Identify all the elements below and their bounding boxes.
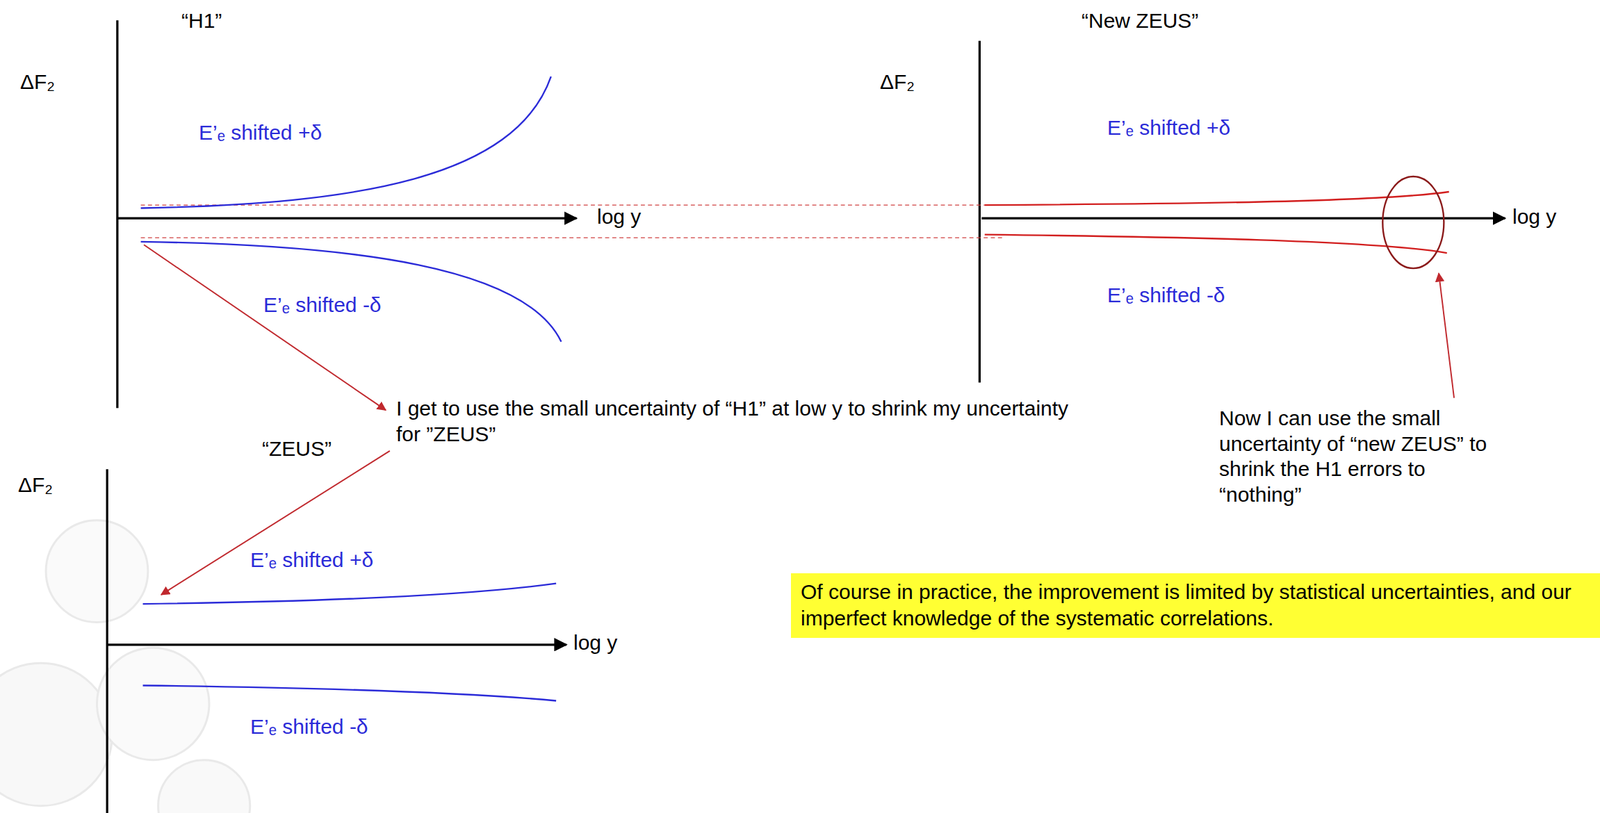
plot-title: “New ZEUS”	[1081, 8, 1199, 35]
curve-label: E’ₑ shifted +δ	[198, 120, 322, 146]
curve-label: E’ₑ shifted -δ	[263, 292, 382, 319]
plot-title: “ZEUS”	[262, 436, 332, 463]
highlight-ellipse	[1382, 176, 1444, 269]
curve-label: E’ₑ shifted -δ	[250, 714, 369, 741]
axis-label: log y	[1512, 204, 1557, 231]
curve-label: E’ₑ shifted -δ	[1107, 282, 1226, 309]
watermark	[0, 520, 251, 813]
blue-curves	[141, 76, 562, 701]
axis-label: ΔF₂	[18, 472, 53, 499]
axis-label: ΔF₂	[879, 69, 915, 96]
axes	[107, 20, 1505, 813]
axis-label: log y	[573, 630, 618, 657]
curve-label: E’ₑ shifted +δ	[1107, 115, 1231, 142]
annotation-text: Now I can use the small uncertainty of “…	[1219, 405, 1497, 508]
red-curves	[984, 191, 1450, 253]
axis-label: log y	[597, 204, 641, 231]
axis-label: ΔF₂	[20, 69, 55, 96]
plot-title: “H1”	[181, 8, 222, 35]
annotation-text: I get to use the small uncertainty of “H…	[396, 396, 1090, 447]
note-box: Of course in practice, the improvement i…	[790, 573, 1600, 639]
curve-label: E’ₑ shifted +δ	[250, 547, 374, 574]
note-text: Of course in practice, the improvement i…	[800, 578, 1573, 632]
dashed-guides	[141, 205, 1006, 238]
